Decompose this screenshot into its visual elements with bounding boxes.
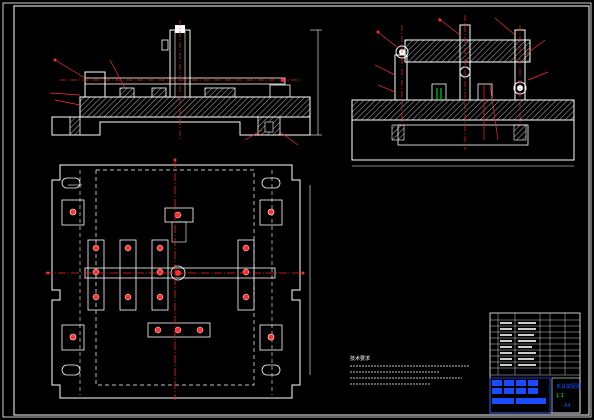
front-base-plate [79, 96, 311, 118]
title-block-sheet: A4 [564, 403, 571, 409]
top-view-plate [51, 164, 301, 399]
side-workpiece [404, 39, 531, 63]
front-view [49, 20, 322, 146]
technical-notes: 技术要求 [350, 355, 470, 385]
side-view [351, 15, 575, 167]
title-block-scale: 1:1 [556, 393, 564, 399]
side-base-plate [351, 99, 575, 121]
front-lower-body [51, 116, 311, 136]
inner-border [13, 5, 590, 416]
title-block-drawing-title: 夹具装配图 [556, 383, 581, 390]
title-block: 夹具装配图 1:1 A4 [489, 312, 581, 414]
notes-heading: 技术要求 [350, 355, 370, 362]
top-view [45, 158, 311, 400]
title-block-blue-area [489, 377, 551, 414]
